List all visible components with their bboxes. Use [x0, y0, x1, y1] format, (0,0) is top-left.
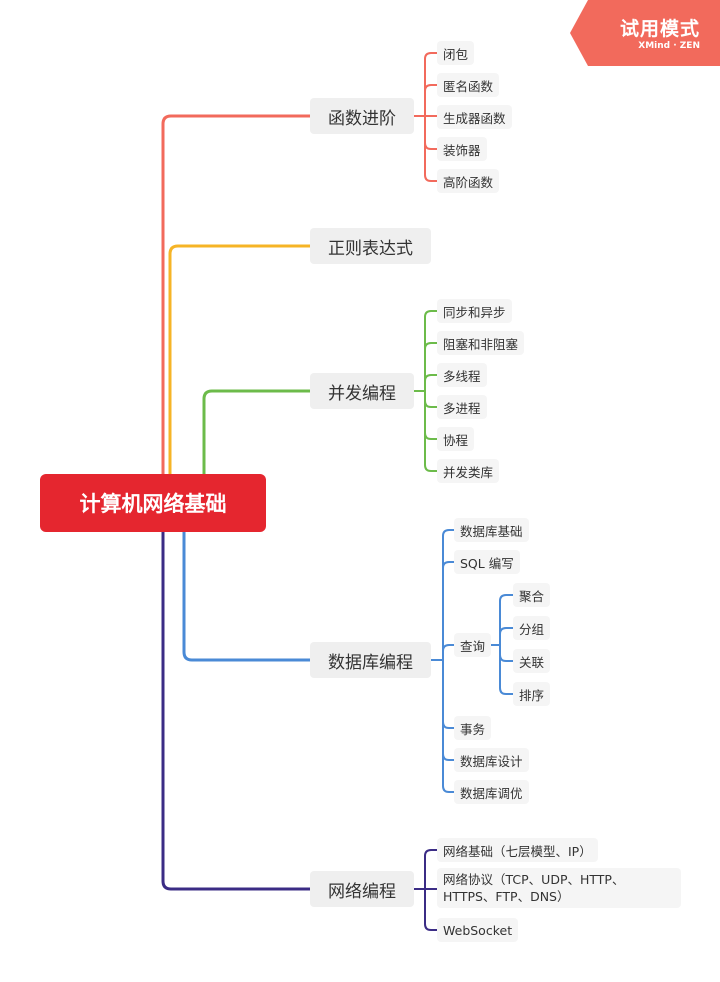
trial-mode-watermark: 试用模式 XMind · ZEN	[570, 0, 720, 66]
leaf-connector	[424, 342, 438, 392]
branch-connector	[182, 530, 312, 662]
leaf-topic[interactable]: 高阶函数	[437, 169, 500, 193]
leaf-connector	[499, 627, 514, 646]
sub-leaf-topic[interactable]: 排序	[513, 682, 551, 706]
leaf-connector	[424, 390, 438, 472]
leaf-topic[interactable]: 网络基础（七层模型、IP）	[437, 838, 598, 862]
branch-connector	[168, 244, 312, 476]
leaf-topic[interactable]: 并发类库	[437, 459, 500, 483]
branch-connector	[202, 389, 312, 476]
leaf-connector	[424, 888, 438, 931]
leaf-connector	[442, 659, 455, 729]
sub-leaf-topic[interactable]: 分组	[513, 616, 551, 640]
sub-leaf-topic[interactable]: 聚合	[513, 583, 551, 607]
leaf-connector	[424, 390, 438, 408]
leaf-connector	[424, 115, 438, 182]
leaf-topic[interactable]: 装饰器	[437, 137, 487, 161]
leaf-connector	[424, 84, 438, 117]
leaf-topic[interactable]: 多线程	[437, 363, 487, 387]
leaf-connector	[499, 644, 514, 662]
leaf-connector	[499, 644, 514, 695]
leaf-topic[interactable]: 匿名函数	[437, 73, 500, 97]
sub-leaf-topic[interactable]: 关联	[513, 649, 551, 673]
branch-topic[interactable]: 并发编程	[310, 373, 414, 409]
branch-topic[interactable]: 函数进阶	[310, 98, 414, 134]
leaf-topic[interactable]: 数据库调优	[454, 780, 529, 804]
leaf-topic[interactable]: 协程	[437, 427, 475, 451]
branch-topic[interactable]: 网络编程	[310, 871, 414, 907]
leaf-connector	[442, 644, 455, 661]
leaf-topic[interactable]: 生成器函数	[437, 105, 512, 129]
leaf-connector	[424, 115, 438, 150]
leaf-topic[interactable]: 闭包	[437, 41, 475, 65]
leaf-topic[interactable]: 多进程	[437, 395, 487, 419]
branch-connector	[161, 530, 312, 891]
leaf-connector	[442, 659, 455, 761]
root-topic[interactable]: 计算机网络基础	[40, 474, 266, 532]
branch-topic[interactable]: 数据库编程	[310, 642, 431, 678]
watermark-brand: XMind · ZEN	[638, 41, 700, 51]
leaf-topic[interactable]: 事务	[454, 716, 492, 740]
leaf-connector	[424, 310, 438, 392]
leaf-connector	[442, 561, 455, 661]
leaf-connector	[424, 849, 438, 890]
leaf-topic[interactable]: 网络协议（TCP、UDP、HTTP、HTTPS、FTP、DNS）	[437, 868, 681, 908]
leaf-connector	[424, 390, 438, 440]
leaf-connector	[424, 374, 438, 392]
leaf-connector	[424, 52, 438, 117]
leaf-connector	[442, 659, 455, 793]
leaf-topic[interactable]: 数据库基础	[454, 518, 529, 542]
branch-connector	[161, 114, 312, 476]
leaf-topic[interactable]: 阻塞和非阻塞	[437, 331, 525, 355]
watermark-title: 试用模式	[619, 18, 700, 40]
leaf-topic[interactable]: WebSocket	[437, 918, 519, 942]
leaf-topic[interactable]: 同步和异步	[437, 299, 512, 323]
leaf-topic[interactable]: 数据库设计	[454, 748, 529, 772]
leaf-connector	[442, 529, 455, 661]
leaf-topic[interactable]: 查询	[454, 633, 492, 657]
leaf-topic[interactable]: SQL 编写	[454, 550, 520, 574]
branch-topic[interactable]: 正则表达式	[310, 228, 431, 264]
leaf-connector	[499, 594, 514, 646]
